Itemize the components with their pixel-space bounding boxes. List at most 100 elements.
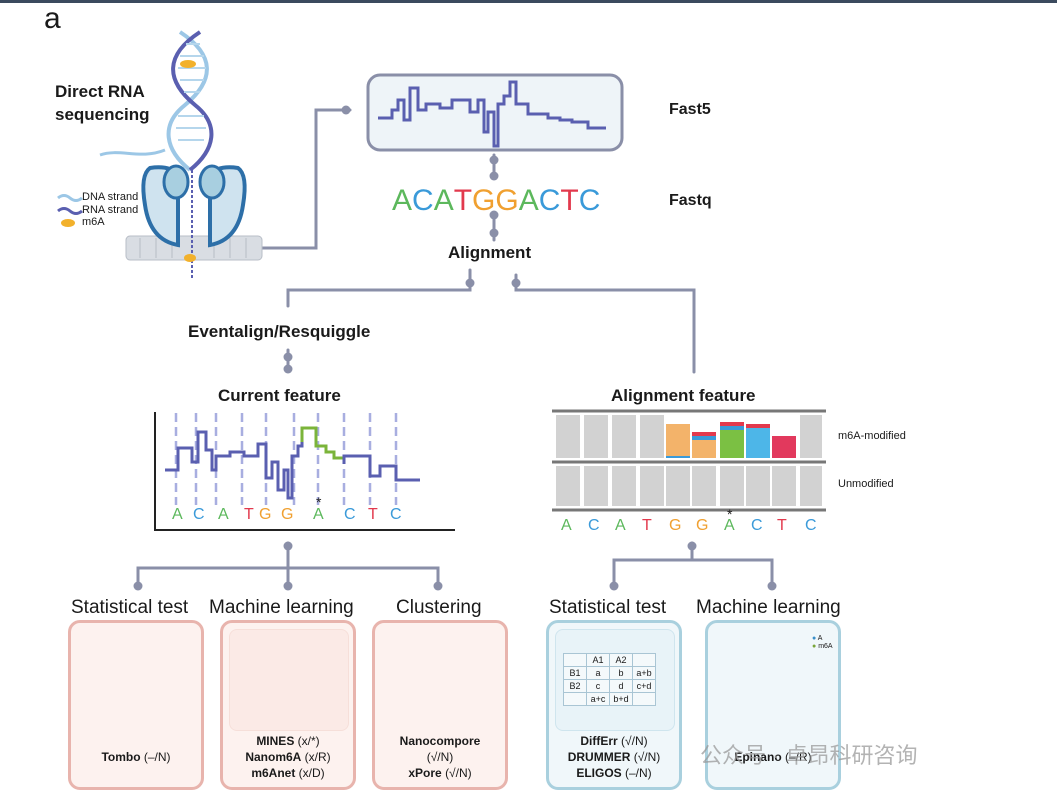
- epinano-tool: Epinano (–/R): [708, 749, 838, 765]
- fastq-base: C: [578, 184, 601, 217]
- table-cell: c: [586, 679, 610, 693]
- eventalign-label: Eventalign/Resquiggle: [188, 322, 371, 341]
- align-base: A: [561, 517, 572, 534]
- fastq-base: C: [412, 184, 434, 217]
- legend-rna-strand: RNA strand: [82, 204, 139, 216]
- scatter-legend-a-text: A: [817, 635, 823, 642]
- align-base: A: [724, 517, 735, 534]
- table-cell: a: [586, 666, 610, 680]
- table-cell: a+b: [632, 666, 656, 680]
- panel-label: a: [44, 2, 61, 35]
- tree-backdrop: [229, 629, 349, 731]
- fastq-base: A: [433, 184, 454, 217]
- table-cell: [632, 692, 656, 706]
- fast5-label: Fast5: [669, 101, 711, 118]
- nanopore-artwork: [125, 164, 263, 280]
- fastq-label: Fastq: [669, 192, 712, 209]
- fastq-base: G: [495, 184, 519, 217]
- align-base: C: [751, 517, 763, 534]
- scatter-legend-m6a: ● m6A: [812, 643, 833, 650]
- current-base: A: [172, 506, 183, 523]
- scatter-legend: ● A ● m6A: [812, 635, 833, 651]
- legend-dna-strand: DNA strand: [82, 191, 139, 203]
- fastq-base: C: [538, 184, 561, 217]
- tool-tag: (x/R): [304, 750, 331, 764]
- table-cell: B1: [563, 666, 587, 680]
- current-base: C: [193, 506, 205, 523]
- alignment-label: Alignment: [448, 243, 532, 262]
- align-base: T: [642, 517, 652, 534]
- tool-name: m6Anet: [251, 766, 296, 780]
- epinano-box: ● A ● m6A Epinano (–/R): [705, 620, 841, 790]
- align-base: A: [615, 517, 626, 534]
- table-cell: [563, 692, 587, 706]
- m6a-star: *: [316, 494, 322, 510]
- fastq-base: T: [453, 184, 473, 217]
- direct-rna-title: Direct RNA sequencing: [55, 80, 149, 126]
- scatter-legend-m6a-text: m6A: [818, 643, 833, 650]
- current-base: A: [313, 506, 324, 523]
- ml-tools: MINES (x/*) Nanom6A (x/R) m6Anet (x/D): [223, 733, 353, 781]
- direct-rna-title-line1: Direct RNA: [55, 82, 145, 101]
- tool-tag: (–/N): [143, 750, 171, 764]
- tool-tag: (–/R): [785, 750, 812, 764]
- fastq-base: A: [392, 184, 413, 217]
- xpore-tool: xPore (√/N): [375, 765, 505, 781]
- tool-name: Epinano: [734, 750, 782, 764]
- tool-tag: (√/N): [633, 750, 661, 764]
- tool-name: MINES: [256, 734, 295, 748]
- table-cell: d: [609, 679, 633, 693]
- tombo-tool: Tombo (–/N): [71, 749, 201, 765]
- align-base: C: [588, 517, 600, 534]
- tool-tag: (x/D): [298, 766, 325, 780]
- watermark: 公众号 · 卓昂科研咨询: [700, 743, 918, 768]
- alignment-feature-label: Alignment feature: [611, 386, 756, 405]
- top-border: [0, 0, 1057, 3]
- nanocompore-tool-name: Nanocompore: [375, 733, 505, 749]
- clustering-label: Clustering: [396, 597, 482, 618]
- nanocompore-tool-tag: (√/N): [426, 750, 454, 764]
- current-base: T: [368, 506, 378, 523]
- current-feature-plot: [154, 412, 455, 531]
- tool-name: xPore: [408, 766, 442, 780]
- table-cell: a+c: [586, 692, 610, 706]
- current-base: G: [281, 506, 294, 523]
- tool-name: DiffErr: [580, 734, 618, 748]
- current-base: C: [390, 506, 402, 523]
- tool-name: DRUMMER: [567, 750, 631, 764]
- tool-name: Nanom6A: [245, 750, 302, 764]
- nanom6a-tool: Nanom6A (x/R): [223, 749, 353, 765]
- legend-m6a: m6A: [82, 216, 105, 228]
- stat-tools: DiffErr (√/N) DRUMMER (√/N) ELIGOS (–/N): [549, 733, 679, 781]
- tool-tag: (√/N): [621, 734, 648, 748]
- fastq-sequence: ACATGGACTC: [392, 184, 600, 218]
- fastq-base: A: [518, 184, 539, 217]
- fast5-signal: [378, 80, 606, 148]
- tool-tag: (√/N): [445, 766, 472, 780]
- current-base: A: [218, 506, 229, 523]
- current-feature-label: Current feature: [218, 386, 341, 405]
- right-statistical-test-label: Statistical test: [549, 597, 667, 618]
- current-base: G: [259, 506, 272, 523]
- current-base: C: [344, 506, 356, 523]
- table-cell: A1: [586, 653, 610, 667]
- table-cell: A2: [609, 653, 633, 667]
- align-base: C: [805, 517, 817, 534]
- table-cell: b: [609, 666, 633, 680]
- eligos-tool: ELIGOS (–/N): [549, 765, 679, 781]
- table-cell: b+d: [609, 692, 633, 706]
- clustering-box: Nanocompore (√/N) xPore (√/N): [372, 620, 508, 790]
- dna-helix-artwork: [99, 30, 214, 172]
- align-base: G: [669, 517, 682, 534]
- unmodified-label: Unmodified: [838, 478, 894, 490]
- right-machine-learning-label: Machine learning: [696, 597, 841, 618]
- tool-name: Nanocompore: [399, 734, 481, 748]
- table-cell: [563, 653, 587, 667]
- align-base: T: [777, 517, 787, 534]
- tool-tag: (–/N): [625, 766, 652, 780]
